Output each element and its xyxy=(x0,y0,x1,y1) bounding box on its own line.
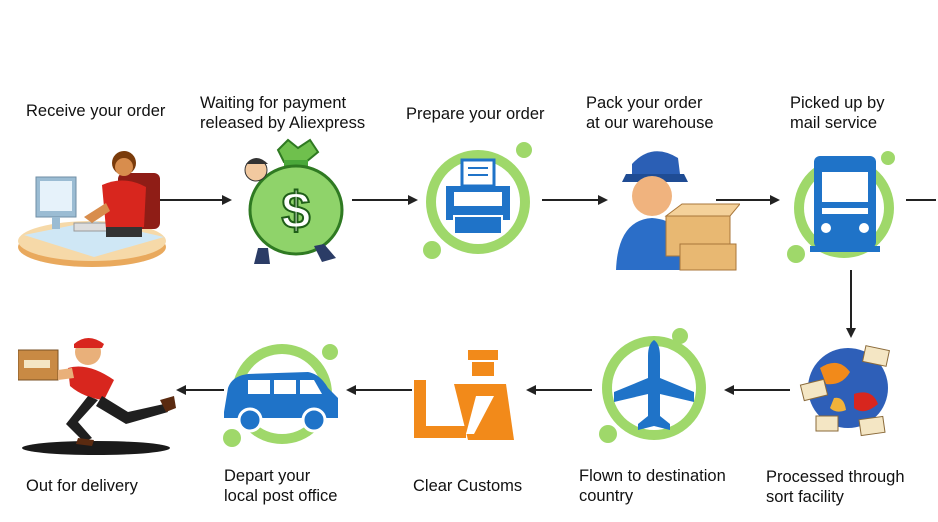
arrow-step5-to-step6 xyxy=(844,270,858,338)
step-3-label: Prepare your order xyxy=(406,105,545,123)
globe-mail-icon xyxy=(798,338,896,438)
arrow-step2-to-step3 xyxy=(352,193,418,207)
step-9-label: Depart your local post office xyxy=(224,467,338,505)
arrow-step4-to-step5 xyxy=(716,193,780,207)
svg-text:$: $ xyxy=(282,182,311,240)
step-8-label: Clear Customs xyxy=(413,477,523,495)
arrow-step6-to-step7 xyxy=(724,383,790,397)
step-6-label: Processed through sort facility xyxy=(766,468,905,506)
customs-officer-icon xyxy=(414,350,520,440)
step-7-label: Flown to destination country xyxy=(579,467,726,505)
truck-icon xyxy=(784,148,902,266)
computer-user-icon xyxy=(14,145,174,270)
step-5-label: Picked up by mail service xyxy=(790,94,885,132)
van-icon xyxy=(218,338,346,450)
airplane-icon xyxy=(598,326,720,446)
delivery-runner-icon xyxy=(18,334,178,456)
step-10-label: Out for delivery xyxy=(26,477,138,495)
arrow-step9-to-step10 xyxy=(176,383,224,397)
arrow-step7-to-step8 xyxy=(526,383,592,397)
step-4-label: Pack your order at our warehouse xyxy=(586,94,714,132)
arrow-step1-to-step2 xyxy=(160,193,232,207)
money-bag-icon: $ xyxy=(236,136,346,268)
printer-icon xyxy=(418,142,536,260)
step-1-label: Receive your order xyxy=(26,102,166,120)
arrow-step8-to-step9 xyxy=(346,383,412,397)
arrow-step3-to-step4 xyxy=(542,193,608,207)
step-2-label: Waiting for payment released by Aliexpre… xyxy=(200,94,366,132)
arrow-continuation-line xyxy=(906,193,936,207)
warehouse-worker-icon xyxy=(608,140,740,272)
